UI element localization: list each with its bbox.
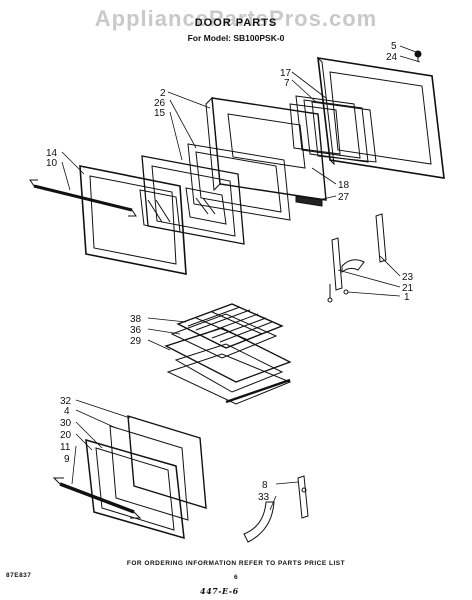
document-code: 87E837	[6, 572, 32, 579]
callout-2: 2	[160, 88, 166, 99]
callout-24: 24	[386, 52, 398, 63]
callout-20: 20	[60, 430, 72, 441]
page-number: 6	[233, 574, 239, 581]
callout-15: 15	[154, 108, 166, 119]
callout-7: 7	[284, 78, 290, 89]
callout-11: 11	[60, 442, 71, 453]
door-hinge-assembly	[327, 213, 387, 303]
callout-26: 26	[154, 98, 166, 109]
callout-14: 14	[46, 148, 58, 159]
callout-30: 30	[60, 418, 72, 429]
outer-door-frame	[317, 56, 445, 179]
callout-leader-lines	[61, 45, 421, 511]
callout-38: 38	[130, 314, 142, 325]
callout-9: 9	[64, 454, 70, 465]
callout-36: 36	[130, 325, 142, 336]
page-title: DOOR PARTS	[194, 17, 278, 29]
callout-17: 17	[280, 68, 292, 79]
callout-29: 29	[130, 336, 142, 347]
callout-1: 1	[404, 292, 410, 303]
front-door-panel	[79, 165, 187, 275]
drawer-frame	[109, 415, 207, 521]
callout-18: 18	[338, 180, 350, 191]
callout-10: 10	[46, 158, 58, 169]
door-glass-panes	[289, 95, 377, 163]
callout-33: 33	[258, 492, 270, 503]
callout-21: 21	[402, 283, 414, 294]
handwritten-note: 447-E-6	[200, 586, 239, 596]
model-label: For Model: SB100PSK-0	[187, 33, 285, 43]
drawer-handle	[52, 477, 142, 519]
middle-glass-panel	[141, 155, 245, 245]
inner-door-panel	[205, 96, 327, 207]
screw-part-5	[414, 50, 422, 62]
door-insulation-frame	[187, 143, 291, 221]
callout-27: 27	[338, 192, 350, 203]
door-handle	[29, 179, 137, 217]
callout-5: 5	[391, 41, 397, 52]
callout-8: 8	[262, 480, 268, 491]
callout-4: 4	[64, 406, 70, 417]
callout-23: 23	[402, 272, 414, 283]
broiler-pan	[164, 327, 292, 405]
drawer-hinge	[243, 475, 309, 543]
broiler-rack	[170, 303, 284, 359]
drawer-front-panel	[85, 438, 185, 540]
ordering-note: FOR ORDERING INFORMATION REFER TO PARTS …	[126, 560, 346, 567]
watermark: AppliancePartsPros.com	[94, 6, 378, 31]
callout-32: 32	[60, 396, 72, 407]
